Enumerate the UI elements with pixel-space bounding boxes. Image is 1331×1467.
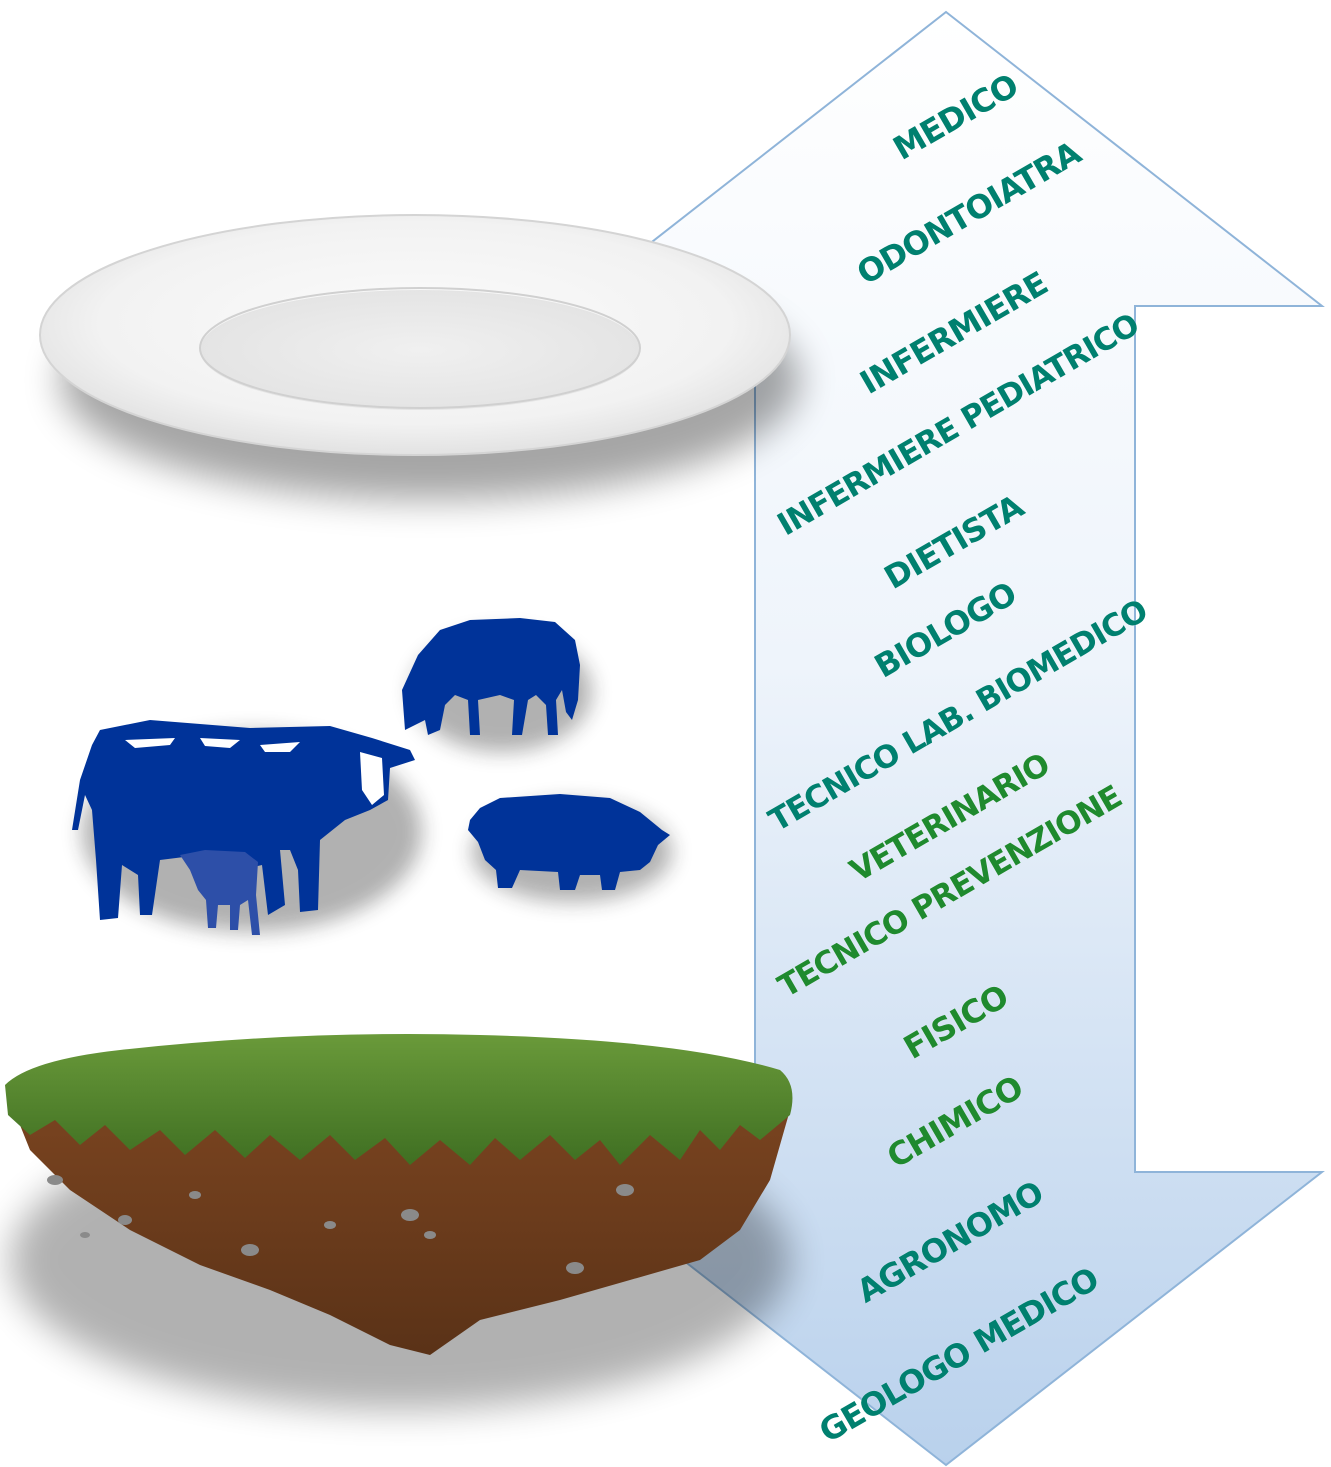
pig-silhouette [468,794,670,890]
plate-illustration [39,214,800,500]
soil-chunk-illustration [5,1034,793,1410]
horse-silhouette [402,618,580,735]
calf-silhouette [180,850,260,935]
cow-silhouette [72,720,415,920]
animals-illustration [72,618,672,935]
